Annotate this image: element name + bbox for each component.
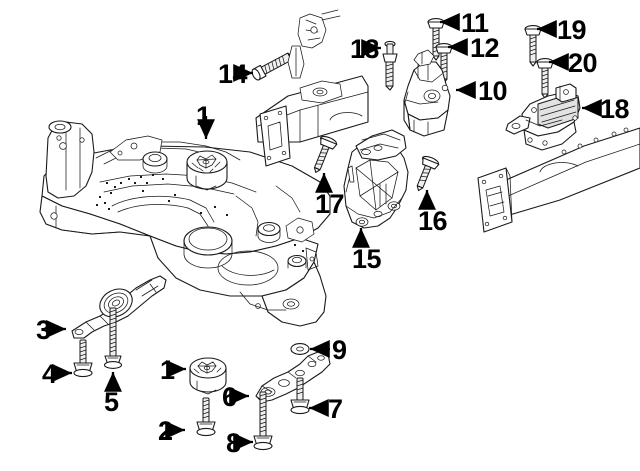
upper-mount-rail-assembly [255,9,369,167]
callout-label-16: 16 [418,206,448,236]
callout-label-17: 17 [315,189,345,219]
part-8-flange-bolt-long [253,391,273,451]
callout-label-4: 4 [42,359,57,389]
part-1-rubber-bushing-lower [189,357,227,395]
part-1-rubber-bushing-upper [186,150,228,191]
part-3-torque-strut-rod [71,275,167,339]
part-4-flange-bolt [73,339,93,378]
callout-label-8: 8 [226,428,241,458]
part-16-bolt [416,155,440,192]
right-frame-rail [477,127,640,233]
part-6-torque-strut-rod-rear [255,351,331,403]
part-7-flange-bolt [290,377,310,415]
leader-lines [46,13,602,451]
callout-label-2: 2 [158,416,173,446]
front-subframe-assembly [39,120,331,327]
part-20-bolt [536,58,554,99]
callout-label-10: 10 [478,76,508,106]
part-19-bolt [524,25,542,67]
callout-label-1-upper: 1 [196,101,211,131]
callout-label-13: 13 [350,34,380,64]
callout-label-5: 5 [104,387,119,417]
part-17-bolt [313,135,338,173]
part-10-transmission-mount-bracket [403,49,451,137]
callout-label-20: 20 [568,48,598,78]
part-15-engine-support-bracket [343,129,409,229]
callout-label-7: 7 [328,394,343,424]
part-9-washer [290,343,310,355]
callout-label-3: 3 [36,315,51,345]
callout-label-6: 6 [222,382,237,412]
callout-label-11: 11 [461,8,489,38]
part-14-hex-flange-bolt [251,52,293,81]
callout-label-18: 18 [600,94,630,124]
part-18-rear-engine-mount [505,83,581,151]
callout-label-14: 14 [218,59,248,89]
callout-label-19: 19 [557,15,587,45]
part-2-flange-bolt [196,397,216,437]
callout-label-12: 12 [470,33,500,63]
callout-label-1-lower: 1 [160,355,175,385]
callout-label-9: 9 [332,335,347,365]
part-5-flange-bolt-long [103,307,123,369]
callout-label-15: 15 [352,244,382,274]
part-13-stud-bolt [382,40,398,91]
